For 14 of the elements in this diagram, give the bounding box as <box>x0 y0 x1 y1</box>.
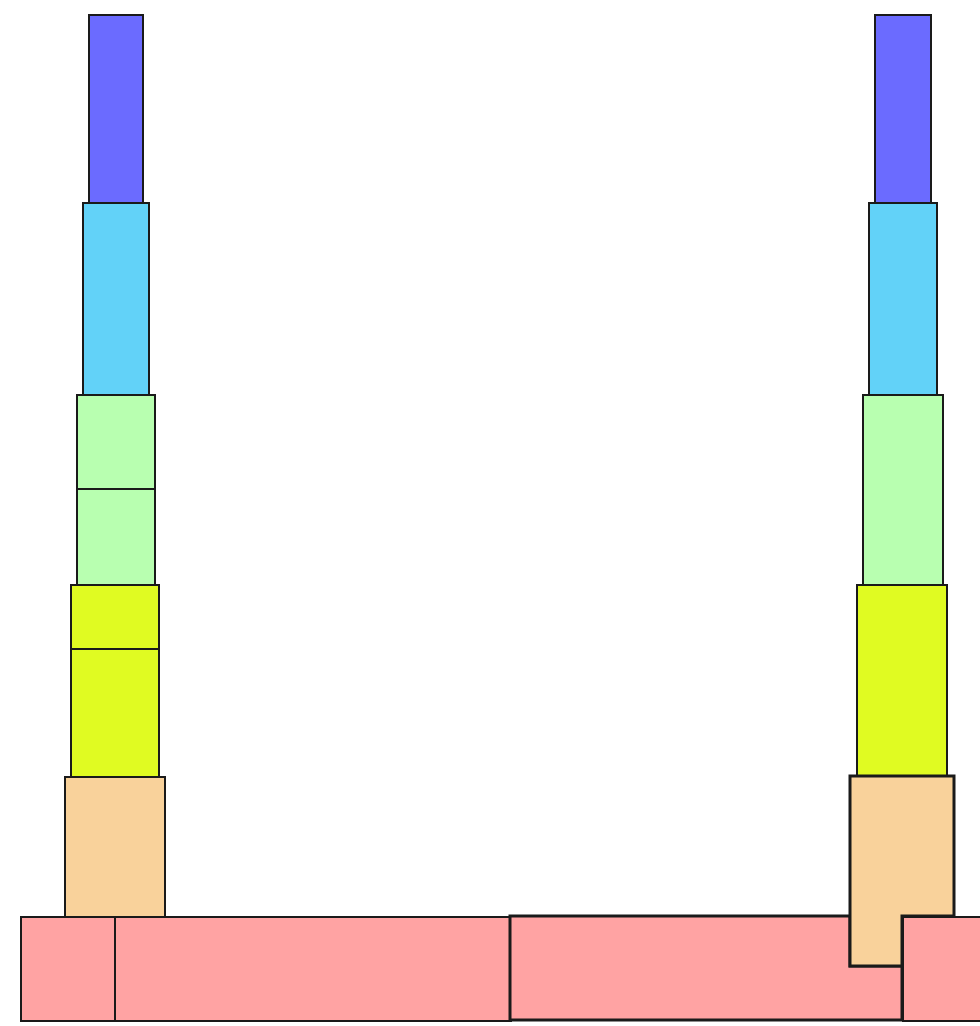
block <box>868 202 938 396</box>
block <box>856 584 948 778</box>
block <box>70 648 160 778</box>
block <box>82 202 150 396</box>
block <box>114 916 512 1022</box>
block <box>76 488 156 586</box>
block <box>508 914 904 1022</box>
block <box>88 14 144 204</box>
block <box>64 776 166 918</box>
block <box>70 584 160 650</box>
block <box>76 394 156 490</box>
block <box>20 916 116 1022</box>
block <box>862 394 944 586</box>
block <box>874 14 932 204</box>
